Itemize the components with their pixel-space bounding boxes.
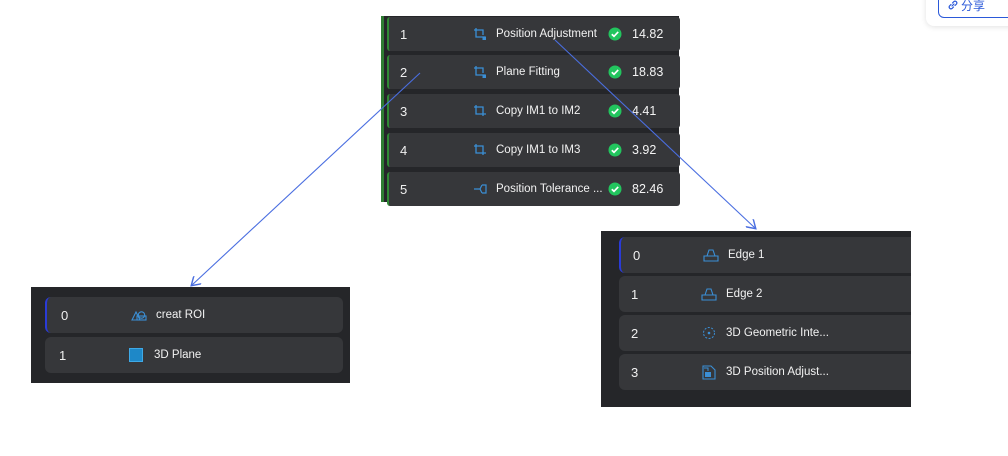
- branch-icon: [473, 172, 489, 206]
- pipeline-row[interactable]: 5 Position Tolerance ... 82.46: [387, 172, 680, 206]
- check-circle-icon: [608, 94, 622, 128]
- detail-row[interactable]: 0 Edge 1: [619, 237, 911, 273]
- row-index: 2: [631, 325, 639, 341]
- pipeline-row[interactable]: 2 Plane Fitting 18.83: [387, 55, 680, 89]
- pipeline-row[interactable]: 4 Copy IM1 to IM3 3.92: [387, 133, 680, 167]
- check-circle-icon: [608, 133, 622, 167]
- row-time-value: 14.82: [632, 27, 664, 41]
- row-time-value: 3.92: [632, 143, 657, 157]
- row-label: 3D Plane: [154, 349, 202, 361]
- row-index: 3: [400, 103, 408, 119]
- row-label: 3D Position Adjust...: [726, 366, 829, 378]
- row-index: 4: [400, 142, 408, 158]
- row-time-value: 82.46: [632, 182, 664, 196]
- link-icon: [948, 0, 958, 10]
- detail-row[interactable]: 0 creat ROI: [45, 297, 343, 333]
- row-index: 2: [400, 64, 408, 80]
- detail-row[interactable]: 2 3D Geometric Inte...: [619, 315, 911, 351]
- row-label: Position Tolerance ...: [496, 183, 603, 195]
- row-label: Edge 2: [726, 288, 763, 300]
- detail-row[interactable]: 3 3D Position Adjust...: [619, 354, 911, 390]
- row-label: Position Adjustment: [496, 28, 598, 40]
- row-index: 3: [631, 364, 639, 380]
- geometry-intersect-icon: [701, 315, 717, 351]
- row-index: 1: [400, 26, 408, 42]
- crop-icon: [473, 94, 487, 128]
- edge-measure-icon: [701, 276, 717, 312]
- share-button-card: 分享: [926, 0, 1008, 26]
- row-index: 0: [61, 307, 69, 323]
- connector-arrow-position-adjustment: [554, 39, 755, 228]
- position-adjust-icon: [701, 354, 717, 390]
- pipeline-row[interactable]: 1 Position Adjustment 14.82: [387, 17, 680, 51]
- plane-fitting-detail-panel: 0 creat ROI 1 3D Plane: [31, 287, 350, 383]
- row-label: Copy IM1 to IM2: [496, 105, 581, 117]
- crop-icon: [473, 133, 487, 167]
- plane-square-icon: [129, 337, 143, 373]
- row-label: Copy IM1 to IM3: [496, 144, 581, 156]
- row-time-value: 18.83: [632, 65, 664, 79]
- check-circle-icon: [608, 55, 622, 89]
- detail-row[interactable]: 1 Edge 2: [619, 276, 911, 312]
- position-adjustment-detail-panel: 0 Edge 1 1 Edge 2 2 3D Geometric Inte...…: [601, 231, 911, 407]
- pipeline-panel: 1 Position Adjustment 14.82 2 Plane Fitt…: [381, 16, 680, 206]
- connector-arrow-plane-fitting: [192, 72, 421, 285]
- check-circle-icon: [608, 172, 622, 206]
- row-label: creat ROI: [156, 309, 206, 321]
- row-index: 5: [400, 181, 408, 197]
- detail-row[interactable]: 1 3D Plane: [45, 337, 343, 373]
- crop-point-icon: [473, 17, 487, 51]
- row-label: Plane Fitting: [496, 66, 560, 78]
- row-index: 1: [631, 286, 639, 302]
- share-button-label: 分享: [961, 0, 986, 13]
- check-circle-icon: [608, 17, 622, 51]
- row-index: 1: [59, 347, 67, 363]
- edge-measure-icon: [703, 237, 719, 273]
- crop-point-icon: [473, 55, 487, 89]
- roi-shapes-icon: [131, 297, 147, 333]
- row-label: Edge 1: [728, 249, 765, 261]
- row-index: 0: [633, 247, 641, 263]
- share-button[interactable]: 分享: [938, 0, 1008, 18]
- row-time-value: 4.41: [632, 104, 657, 118]
- row-label: 3D Geometric Inte...: [726, 327, 829, 339]
